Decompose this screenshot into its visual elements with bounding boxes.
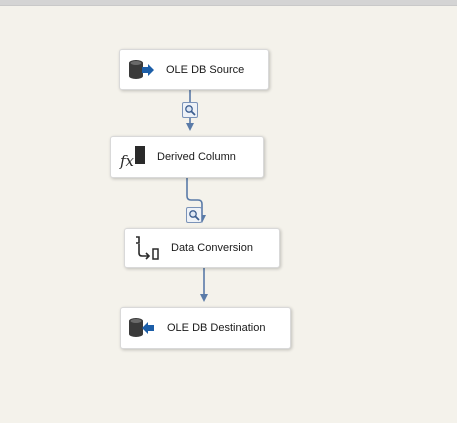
ole-db-source-label: OLE DB Source	[166, 63, 245, 76]
data-viewer-magnifier-icon	[189, 210, 200, 221]
data-viewer-button[interactable]	[182, 102, 198, 118]
derived-column-fx-icon: fx	[119, 144, 149, 170]
data-conversion-icon	[133, 235, 163, 261]
ole-db-destination-component[interactable]: OLE DB Destination	[120, 307, 291, 349]
data-viewer-button[interactable]	[186, 207, 202, 223]
derived-column-component[interactable]: fx Derived Column	[110, 136, 264, 178]
data-conversion-component[interactable]: Data Conversion	[124, 228, 280, 268]
data-viewer-magnifier-icon	[185, 105, 196, 116]
ole-db-source-component[interactable]: OLE DB Source	[119, 49, 269, 90]
derived-column-label: Derived Column	[157, 151, 236, 163]
top-border	[0, 0, 457, 6]
ole-db-source-icon	[126, 57, 156, 83]
ole-db-destination-label: OLE DB Destination	[167, 322, 266, 334]
svg-text:fx: fx	[119, 152, 135, 170]
ole-db-destination-icon	[125, 315, 155, 341]
data-conversion-label: Data Conversion	[171, 242, 253, 254]
